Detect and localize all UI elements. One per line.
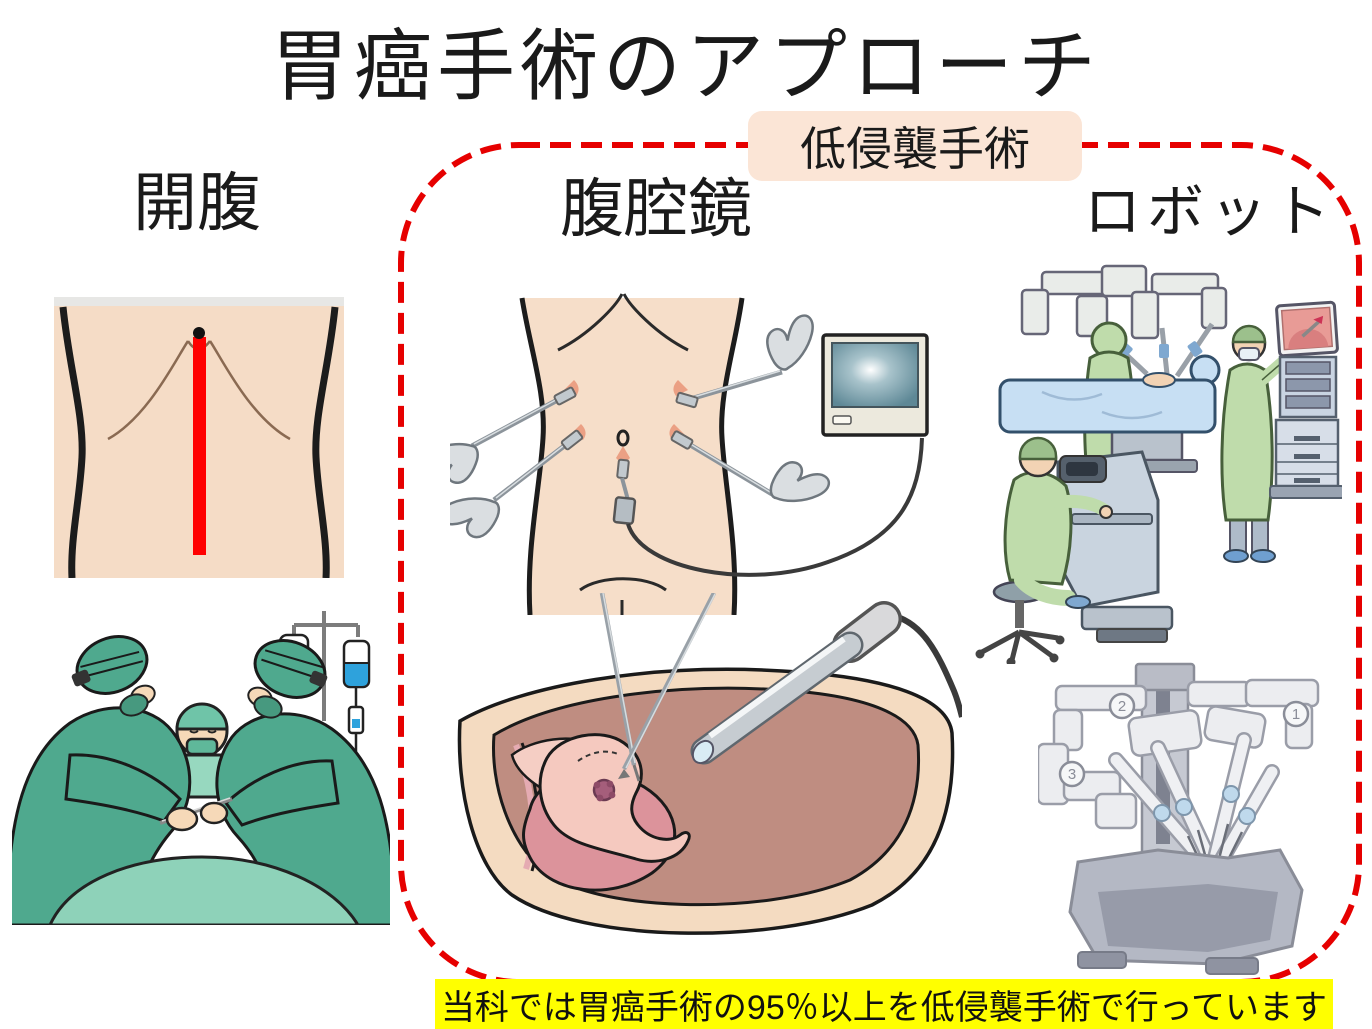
surgeon-console-graphic [1056,450,1174,643]
column-header-laparoscopy: 腹腔鏡 [560,173,752,245]
operating-hands [64,753,340,832]
robotic-or-room-clipart [975,264,1342,664]
intra-abdominal-view-illustration [457,593,962,935]
open-surgery-team-clipart [12,611,390,925]
laparoscopy-port-placement-illustration [450,293,929,615]
footer-note: 当科では胃癌手術の95％以上を低侵襲手術で行っています [440,988,1328,1027]
monitor-tower [1269,300,1342,499]
svg-text:3: 3 [1068,766,1076,783]
svg-text:1: 1 [1292,706,1300,723]
costal-margin-line [107,340,291,441]
minimally-invasive-badge: 低侵襲手術 [748,111,1082,181]
patient-body-drape [48,855,360,925]
robot-arms-graphic [1020,264,1228,340]
footer-banner: 当科では胃癌手術の95％以上を低侵襲手術で行っています [435,979,1333,1029]
davinci-robot-cart-photo: 1 2 3 [1038,662,1320,975]
robot-cart-base [1068,848,1304,975]
column-header-robot: ロボット [1084,180,1336,244]
column-header-open: 開腹 [133,167,261,239]
badge-label: 低侵襲手術 [800,123,1030,175]
xiphoid-dot [193,327,205,339]
svg-text:2: 2 [1118,698,1126,715]
midline-incision-line [193,337,206,555]
page-title: 胃癌手術のアプローチ [270,22,1101,110]
tumor-graphic [592,778,616,802]
patient-monitor-icon [821,333,929,437]
abdomen-midline-incision-illustration [54,297,344,578]
surgeon-right [215,639,390,925]
